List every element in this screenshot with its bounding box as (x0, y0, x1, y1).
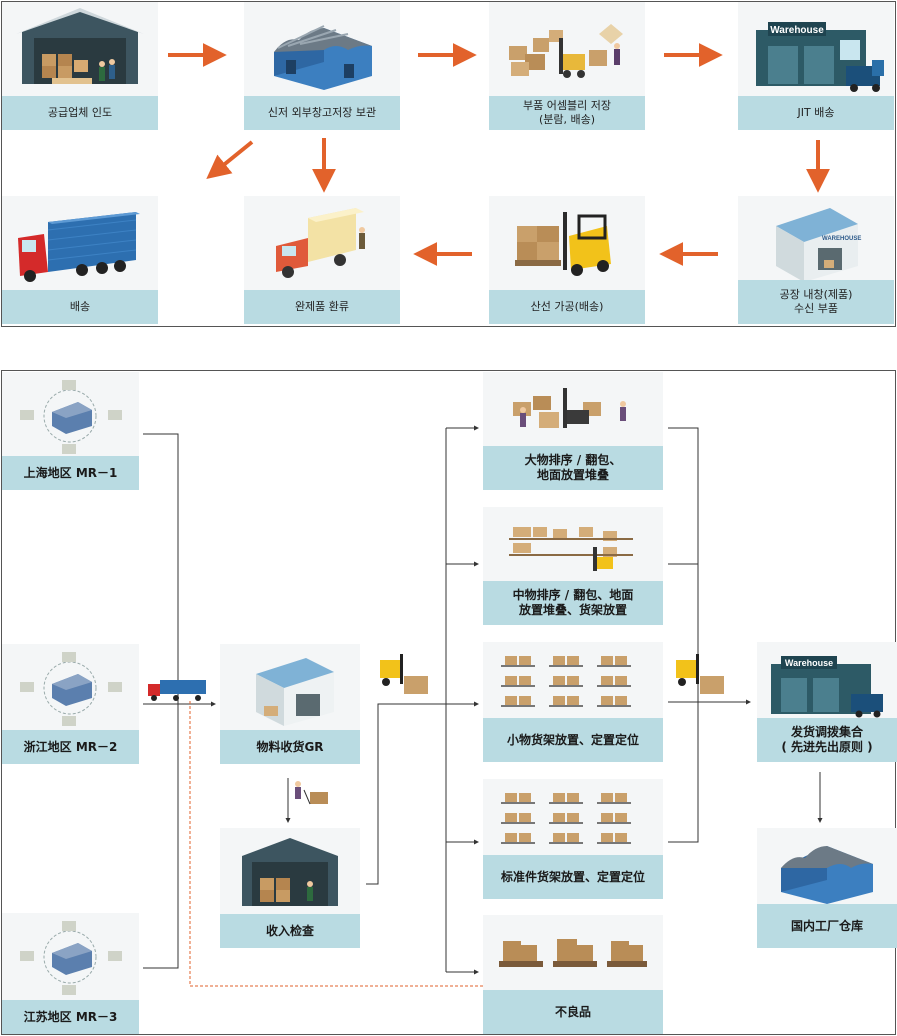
semi-truck-icon (18, 212, 140, 282)
shelf-rack-icon (501, 793, 631, 844)
step-assembly-storage: 부품 어셈블리 저장 (분람, 배송) (489, 2, 645, 130)
storage-caption: 不良品 (483, 990, 663, 1034)
step-caption: 배송 (2, 290, 158, 324)
step-jit-delivery: Warehouse JIT 배송 (738, 2, 894, 130)
box-truck-icon (276, 208, 365, 278)
step-caption: 완제품 환류 (244, 290, 400, 324)
step-finished-return: 완제품 환류 (244, 196, 400, 324)
warehouse-truck-icon: Warehouse (756, 22, 884, 92)
receipt-caption: 物料收货GR (220, 730, 360, 764)
storage-standard-parts: 标准件货架放置、定置定位 (483, 779, 663, 899)
open-warehouse-icon (16, 8, 144, 84)
region-caption: 上海地区 MR－1 (2, 456, 139, 490)
step-delivery: 배송 (2, 196, 158, 324)
domestic-caption: 国内工厂仓库 (757, 904, 897, 948)
incoming-inspection: 收入检查 (220, 828, 360, 948)
boxes-forklift-icon (509, 24, 623, 78)
dispatch-caption: 发货调拨集合 ( 先进先出原则 ) (757, 718, 897, 762)
boxes-forklift-icon (513, 388, 626, 428)
storage-large: 大物排序 / 翻包、 地面放置堆叠 (483, 372, 663, 490)
step-line-processing: 산선 가공(배송) (489, 196, 645, 324)
step-caption: 신저 외부창고저장 보관 (244, 96, 400, 130)
receiving-warehouse-icon (256, 658, 334, 726)
region-jiangsu: 江苏地区 MR－3 (2, 913, 139, 1034)
forklift-pallet-icon (515, 212, 611, 276)
storage-defective: 不良品 (483, 915, 663, 1034)
region-caption: 浙江地区 MR－2 (2, 730, 139, 764)
factory-sign: WAREHOUSE (822, 236, 861, 242)
blue-warehouse-icon (781, 846, 873, 904)
storage-medium: 中物排序 / 翻包、地面 放置堆叠、货架放置 (483, 507, 663, 625)
warehouse-sign: Warehouse (770, 25, 824, 36)
pallet-boxes-icon (499, 939, 647, 967)
step-factory-receipt: WAREHOUSE 공장 내창(제품) 수신 부품 (738, 196, 894, 324)
step-supplier-delivery: 공급업체 인도 (2, 2, 158, 130)
step-caption: 공급업체 인도 (2, 96, 158, 130)
blue-warehouse-icon (274, 25, 372, 90)
storage-caption: 小物货架放置、定置定位 (483, 718, 663, 762)
warehouse-sign: Warehouse (785, 658, 833, 668)
open-warehouse-icon (242, 838, 338, 906)
storage-small: 小物货架放置、定置定位 (483, 642, 663, 762)
dispatch-staging: Warehouse 发货调拨集合 ( 先进先出原则 ) (757, 642, 897, 762)
warehouse-truck-icon: Warehouse (771, 656, 883, 718)
factory-warehouse-icon: WAREHOUSE (776, 208, 861, 282)
storage-caption: 大物排序 / 翻包、 地面放置堆叠 (483, 446, 663, 490)
step-caption: 공장 내창(제품) 수신 부품 (738, 280, 894, 324)
shelf-forklift-icon (509, 527, 633, 571)
step-caption: JIT 배송 (738, 96, 894, 130)
goods-receipt: 物料收货GR (220, 644, 360, 764)
factory-cluster-icon (20, 652, 122, 726)
factory-cluster-icon (20, 380, 122, 454)
inspection-caption: 收入检查 (220, 914, 360, 948)
region-caption: 江苏地区 MR－3 (2, 1000, 139, 1034)
region-shanghai: 上海地区 MR－1 (2, 372, 139, 490)
storage-caption: 标准件货架放置、定置定位 (483, 855, 663, 899)
storage-caption: 中物排序 / 翻包、地面 放置堆叠、货架放置 (483, 581, 663, 625)
region-zhejiang: 浙江地区 MR－2 (2, 644, 139, 764)
factory-cluster-icon (20, 921, 122, 995)
domestic-factory-warehouse: 国内工厂仓库 (757, 828, 897, 948)
step-outside-warehouse: 신저 외부창고저장 보관 (244, 2, 400, 130)
step-caption: 산선 가공(배송) (489, 290, 645, 324)
step-caption: 부품 어셈블리 저장 (분람, 배송) (489, 96, 645, 130)
shelf-rack-icon (501, 656, 631, 707)
